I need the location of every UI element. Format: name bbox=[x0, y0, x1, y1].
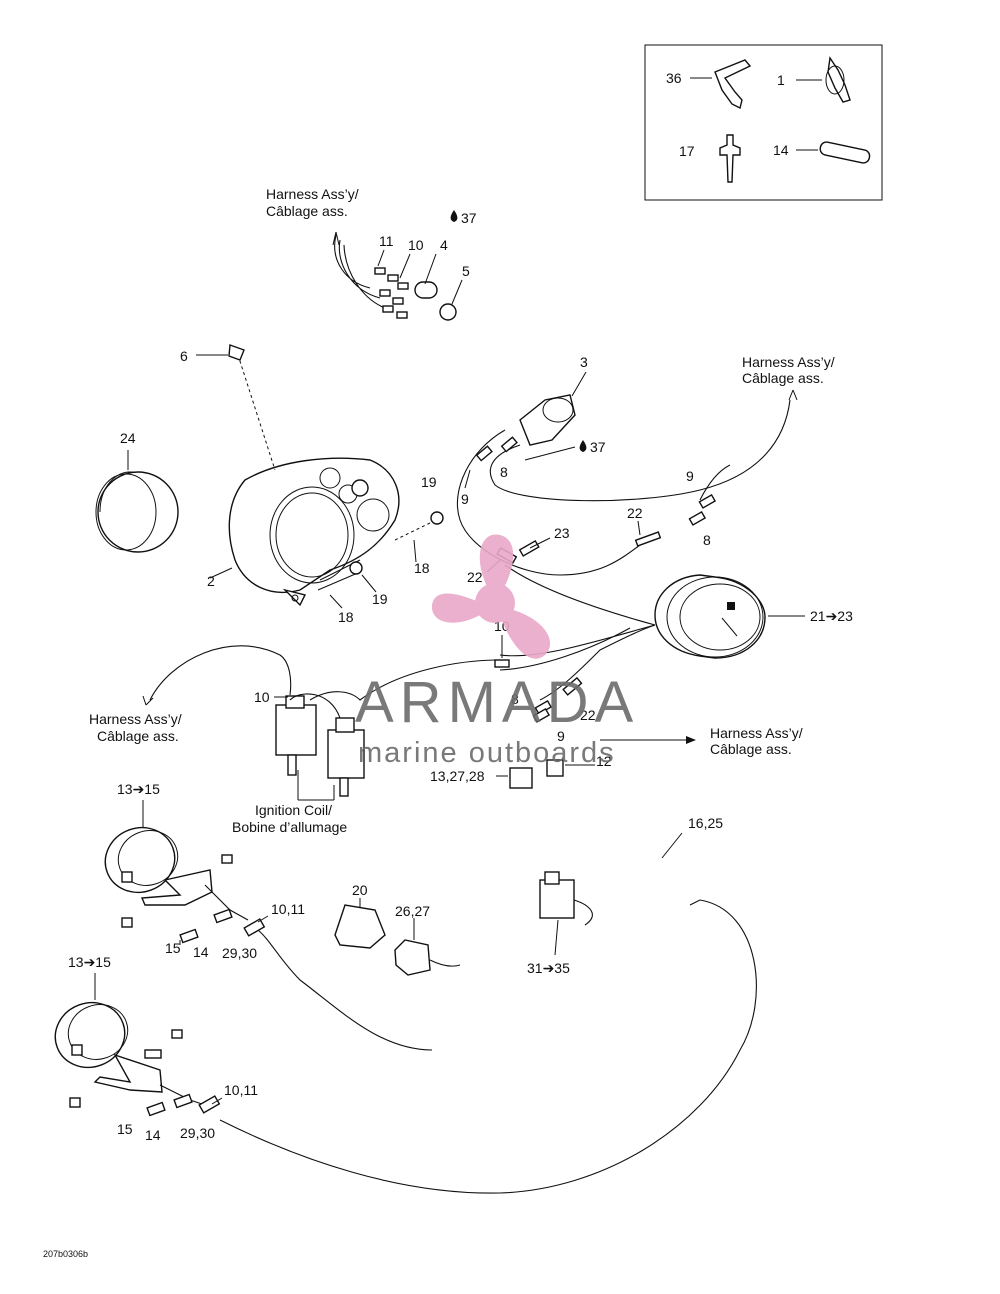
gauge-part: 21➔23 bbox=[654, 574, 853, 659]
instrument-housing: 6 2 18 19 18 bbox=[180, 344, 444, 625]
callout-8-b: 8 bbox=[703, 532, 711, 548]
switch-part: 3 37 bbox=[519, 354, 606, 461]
propeller-logo bbox=[431, 534, 551, 659]
harness-label-3-line1: Harness Ass’y/ bbox=[89, 711, 182, 727]
oil-drop-icon bbox=[450, 210, 458, 222]
callout-21-23: 21➔23 bbox=[810, 608, 853, 624]
ignition-coil-line1: Ignition Coil/ bbox=[255, 802, 332, 818]
callout-37-top: 37 bbox=[461, 210, 477, 226]
connectors: 12 13,27,28 bbox=[430, 753, 612, 789]
callout-18-b: 18 bbox=[338, 609, 354, 625]
harness-label-4: Harness Ass’y/ Câblage ass. bbox=[600, 725, 803, 757]
callout-3: 3 bbox=[580, 354, 588, 370]
ignition-coil-line2: Bobine d’allumage bbox=[232, 819, 347, 835]
callout-13-15-a: 13➔15 bbox=[117, 781, 160, 797]
socket-part bbox=[439, 303, 457, 321]
callout-15-b: 15 bbox=[117, 1121, 133, 1137]
watermark: ARMADA marine outboards bbox=[355, 534, 639, 769]
bezel-ring: 24 bbox=[95, 430, 179, 553]
tie-strap-part bbox=[827, 56, 851, 103]
callout-9-b: 9 bbox=[686, 468, 694, 484]
callout-19-a: 19 bbox=[421, 474, 437, 490]
harness-label-3-line2: Câblage ass. bbox=[97, 728, 179, 744]
arrow-up-icon bbox=[788, 389, 798, 401]
relay-parts: 20 26,27 bbox=[334, 882, 461, 976]
callout-11-top: 11 bbox=[379, 233, 394, 249]
callout-16-25: 16,25 bbox=[688, 815, 723, 831]
harness-label-4-line1: Harness Ass’y/ bbox=[710, 725, 803, 741]
bolt-part bbox=[430, 511, 444, 525]
callout-4: 4 bbox=[440, 237, 448, 253]
callout-5: 5 bbox=[462, 263, 470, 279]
callout-29-30-b: 29,30 bbox=[180, 1125, 215, 1141]
callout-23: 23 bbox=[554, 525, 570, 541]
top-harness-cluster: Harness Ass’y/ Câblage ass. 11 10 4 5 37 bbox=[266, 186, 477, 321]
oil-drop-icon bbox=[579, 440, 587, 452]
callout-31-35: 31➔35 bbox=[527, 960, 570, 976]
bracket-part bbox=[714, 59, 752, 110]
harness-label-1-line2: Câblage ass. bbox=[266, 203, 348, 219]
callout-22-a: 22 bbox=[627, 505, 643, 521]
harness-label-3: Harness Ass’y/ Câblage ass. bbox=[89, 645, 292, 744]
callout-18-a: 18 bbox=[414, 560, 430, 576]
callout-10-11-b: 10,11 bbox=[224, 1082, 258, 1098]
callout-22-b: 22 bbox=[467, 569, 483, 585]
callout-15-a: 15 bbox=[165, 940, 181, 956]
harness-label-2-line2: Câblage ass. bbox=[742, 370, 824, 386]
callout-17: 17 bbox=[679, 143, 695, 159]
callout-13-15-b: 13➔15 bbox=[68, 954, 111, 970]
harness-label-2: Harness Ass’y/ Câblage ass. bbox=[742, 354, 835, 401]
harness-label-2-line1: Harness Ass’y/ bbox=[742, 354, 835, 370]
sleeve-part bbox=[819, 141, 871, 164]
callout-14-a: 14 bbox=[193, 944, 209, 960]
watermark-tagline: marine outboards bbox=[358, 737, 616, 769]
callout-2: 2 bbox=[207, 573, 215, 589]
connector-31-35: 31➔35 bbox=[527, 871, 593, 976]
headlamp-upper: 13➔15 15 14 29,30 10,11 bbox=[104, 781, 305, 961]
watermark-brand: ARMADA bbox=[355, 670, 639, 735]
headlamp-lower: 13➔15 15 14 29,30 10,11 bbox=[54, 954, 258, 1143]
drawing-code: 207b0306b bbox=[43, 1249, 88, 1259]
arrow-down-icon bbox=[142, 695, 154, 706]
callout-14-b: 14 bbox=[145, 1127, 161, 1143]
callout-12: 12 bbox=[596, 753, 612, 769]
callout-37-mid: 37 bbox=[590, 439, 606, 455]
callout-10-11-a: 10,11 bbox=[271, 901, 305, 917]
callout-36: 36 bbox=[666, 70, 682, 86]
callout-9-c: 9 bbox=[557, 728, 565, 744]
callout-6: 6 bbox=[180, 348, 188, 364]
callout-26-27: 26,27 bbox=[395, 903, 430, 919]
screw-part bbox=[228, 344, 245, 361]
main-harness: 16,25 bbox=[219, 782, 757, 1194]
callout-19-b: 19 bbox=[372, 591, 388, 607]
arrow-right-icon bbox=[686, 736, 696, 744]
callout-10-coil: 10 bbox=[254, 689, 270, 705]
callout-20: 20 bbox=[352, 882, 368, 898]
callout-13-27-28: 13,27,28 bbox=[430, 768, 485, 784]
inset-box: 36 1 17 14 bbox=[644, 44, 883, 201]
bulb-part bbox=[414, 281, 438, 299]
ignition-coils: 10 Ignition Coil/ Bobine d’allumage bbox=[232, 659, 501, 835]
harness-label-4-line2: Câblage ass. bbox=[710, 741, 792, 757]
callout-9-a: 9 bbox=[461, 491, 469, 507]
callout-10-top: 10 bbox=[408, 237, 424, 253]
harness-label-1-line1: Harness Ass’y/ bbox=[266, 186, 359, 202]
callout-14-inset: 14 bbox=[773, 142, 789, 158]
callout-29-30-a: 29,30 bbox=[222, 945, 257, 961]
callout-22-c: 22 bbox=[580, 707, 596, 723]
callout-8-a: 8 bbox=[500, 464, 508, 480]
rivet-part bbox=[719, 134, 741, 183]
callout-8-c: 8 bbox=[511, 691, 519, 707]
callout-1: 1 bbox=[777, 72, 785, 88]
callout-24: 24 bbox=[120, 430, 136, 446]
arrow-up-icon bbox=[332, 231, 340, 246]
